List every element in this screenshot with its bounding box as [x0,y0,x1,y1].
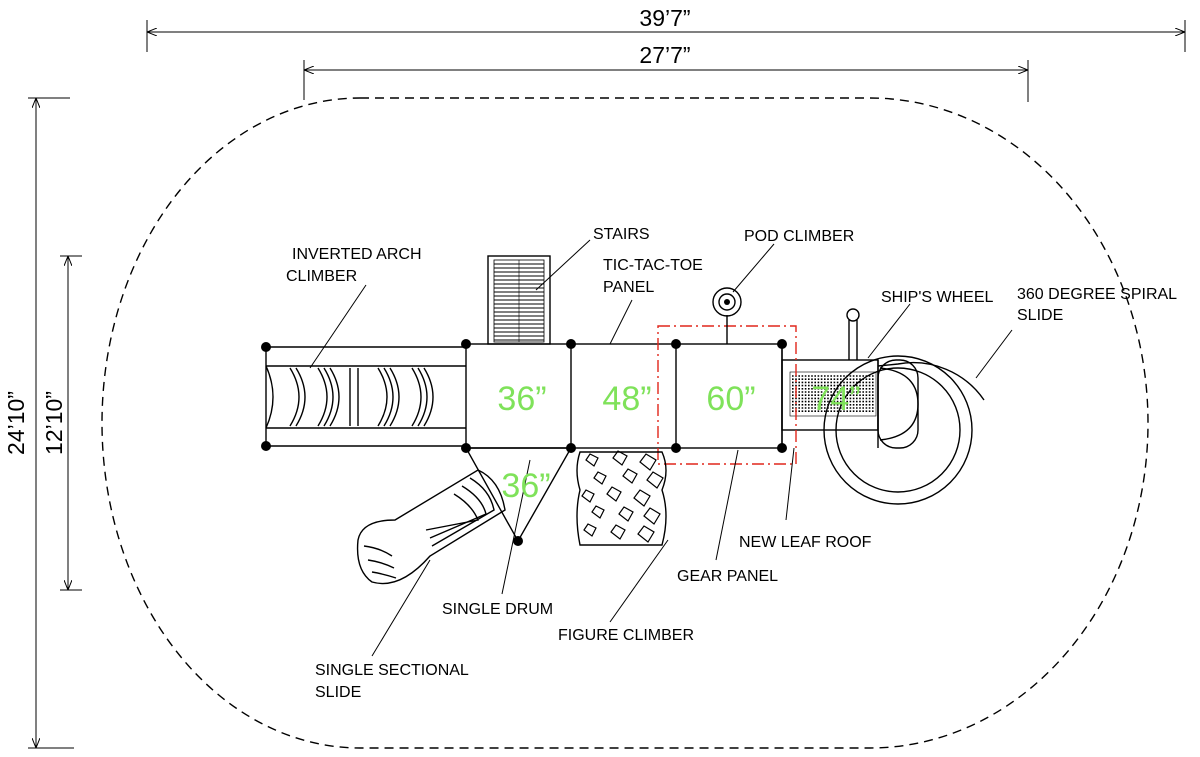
deck-height-60: 60” [706,380,755,418]
structure-width-label: 27’7” [639,42,690,68]
label-ships-wheel: SHIP'S WHEEL [881,289,994,306]
label-inverted-arch-2: CLIMBER [286,268,357,285]
triangle-deck [464,447,573,543]
label-tic-tac-toe-2: PANEL [603,279,654,296]
label-spiral-1: 360 DEGREE SPIRAL [1017,286,1177,303]
label-new-leaf-roof: NEW LEAF ROOF [739,534,872,551]
label-tic-tac-toe-1: TIC-TAC-TOE [603,257,703,274]
label-single-drum: SINGLE DRUM [442,601,553,618]
label-single-sectional-1: SINGLE SECTIONAL [315,662,469,679]
label-stairs: STAIRS [593,226,650,243]
leader-lines [309,239,1013,657]
dimension-overall-width: 39’7” [146,5,1186,52]
single-sectional-slide-shape [356,469,506,585]
pod-climber-shape [712,287,742,344]
label-inverted-arch-1: INVERTED ARCH [292,246,422,263]
label-single-sectional-2: SLIDE [315,684,361,701]
label-gear-panel: GEAR PANEL [677,568,778,585]
stairs [487,255,551,345]
deck-height-36-a: 36” [497,380,546,418]
label-figure-climber: FIGURE CLIMBER [558,627,694,644]
deck-grid [461,339,787,546]
label-pod-climber: POD CLIMBER [744,228,854,245]
deck-height-36-b: 36” [501,467,550,505]
overall-width-label: 39’7” [639,5,690,31]
inverted-arch-climber [261,342,466,451]
deck-height-74: 74” [811,380,860,418]
ships-wheel-post [846,308,860,360]
dimension-overall-depth: 24’10” [3,97,74,749]
figure-climber-shape [576,450,667,546]
dimension-structure-width: 27’7” [303,42,1029,102]
deck-height-48: 48” [602,380,651,418]
use-zone-boundary [101,97,1149,749]
structure-depth-label: 12’10” [41,391,67,455]
dimension-structure-depth: 12’10” [41,255,82,591]
spiral-slide [823,355,985,505]
label-spiral-2: SLIDE [1017,307,1063,324]
overall-depth-label: 24’10” [3,391,29,455]
